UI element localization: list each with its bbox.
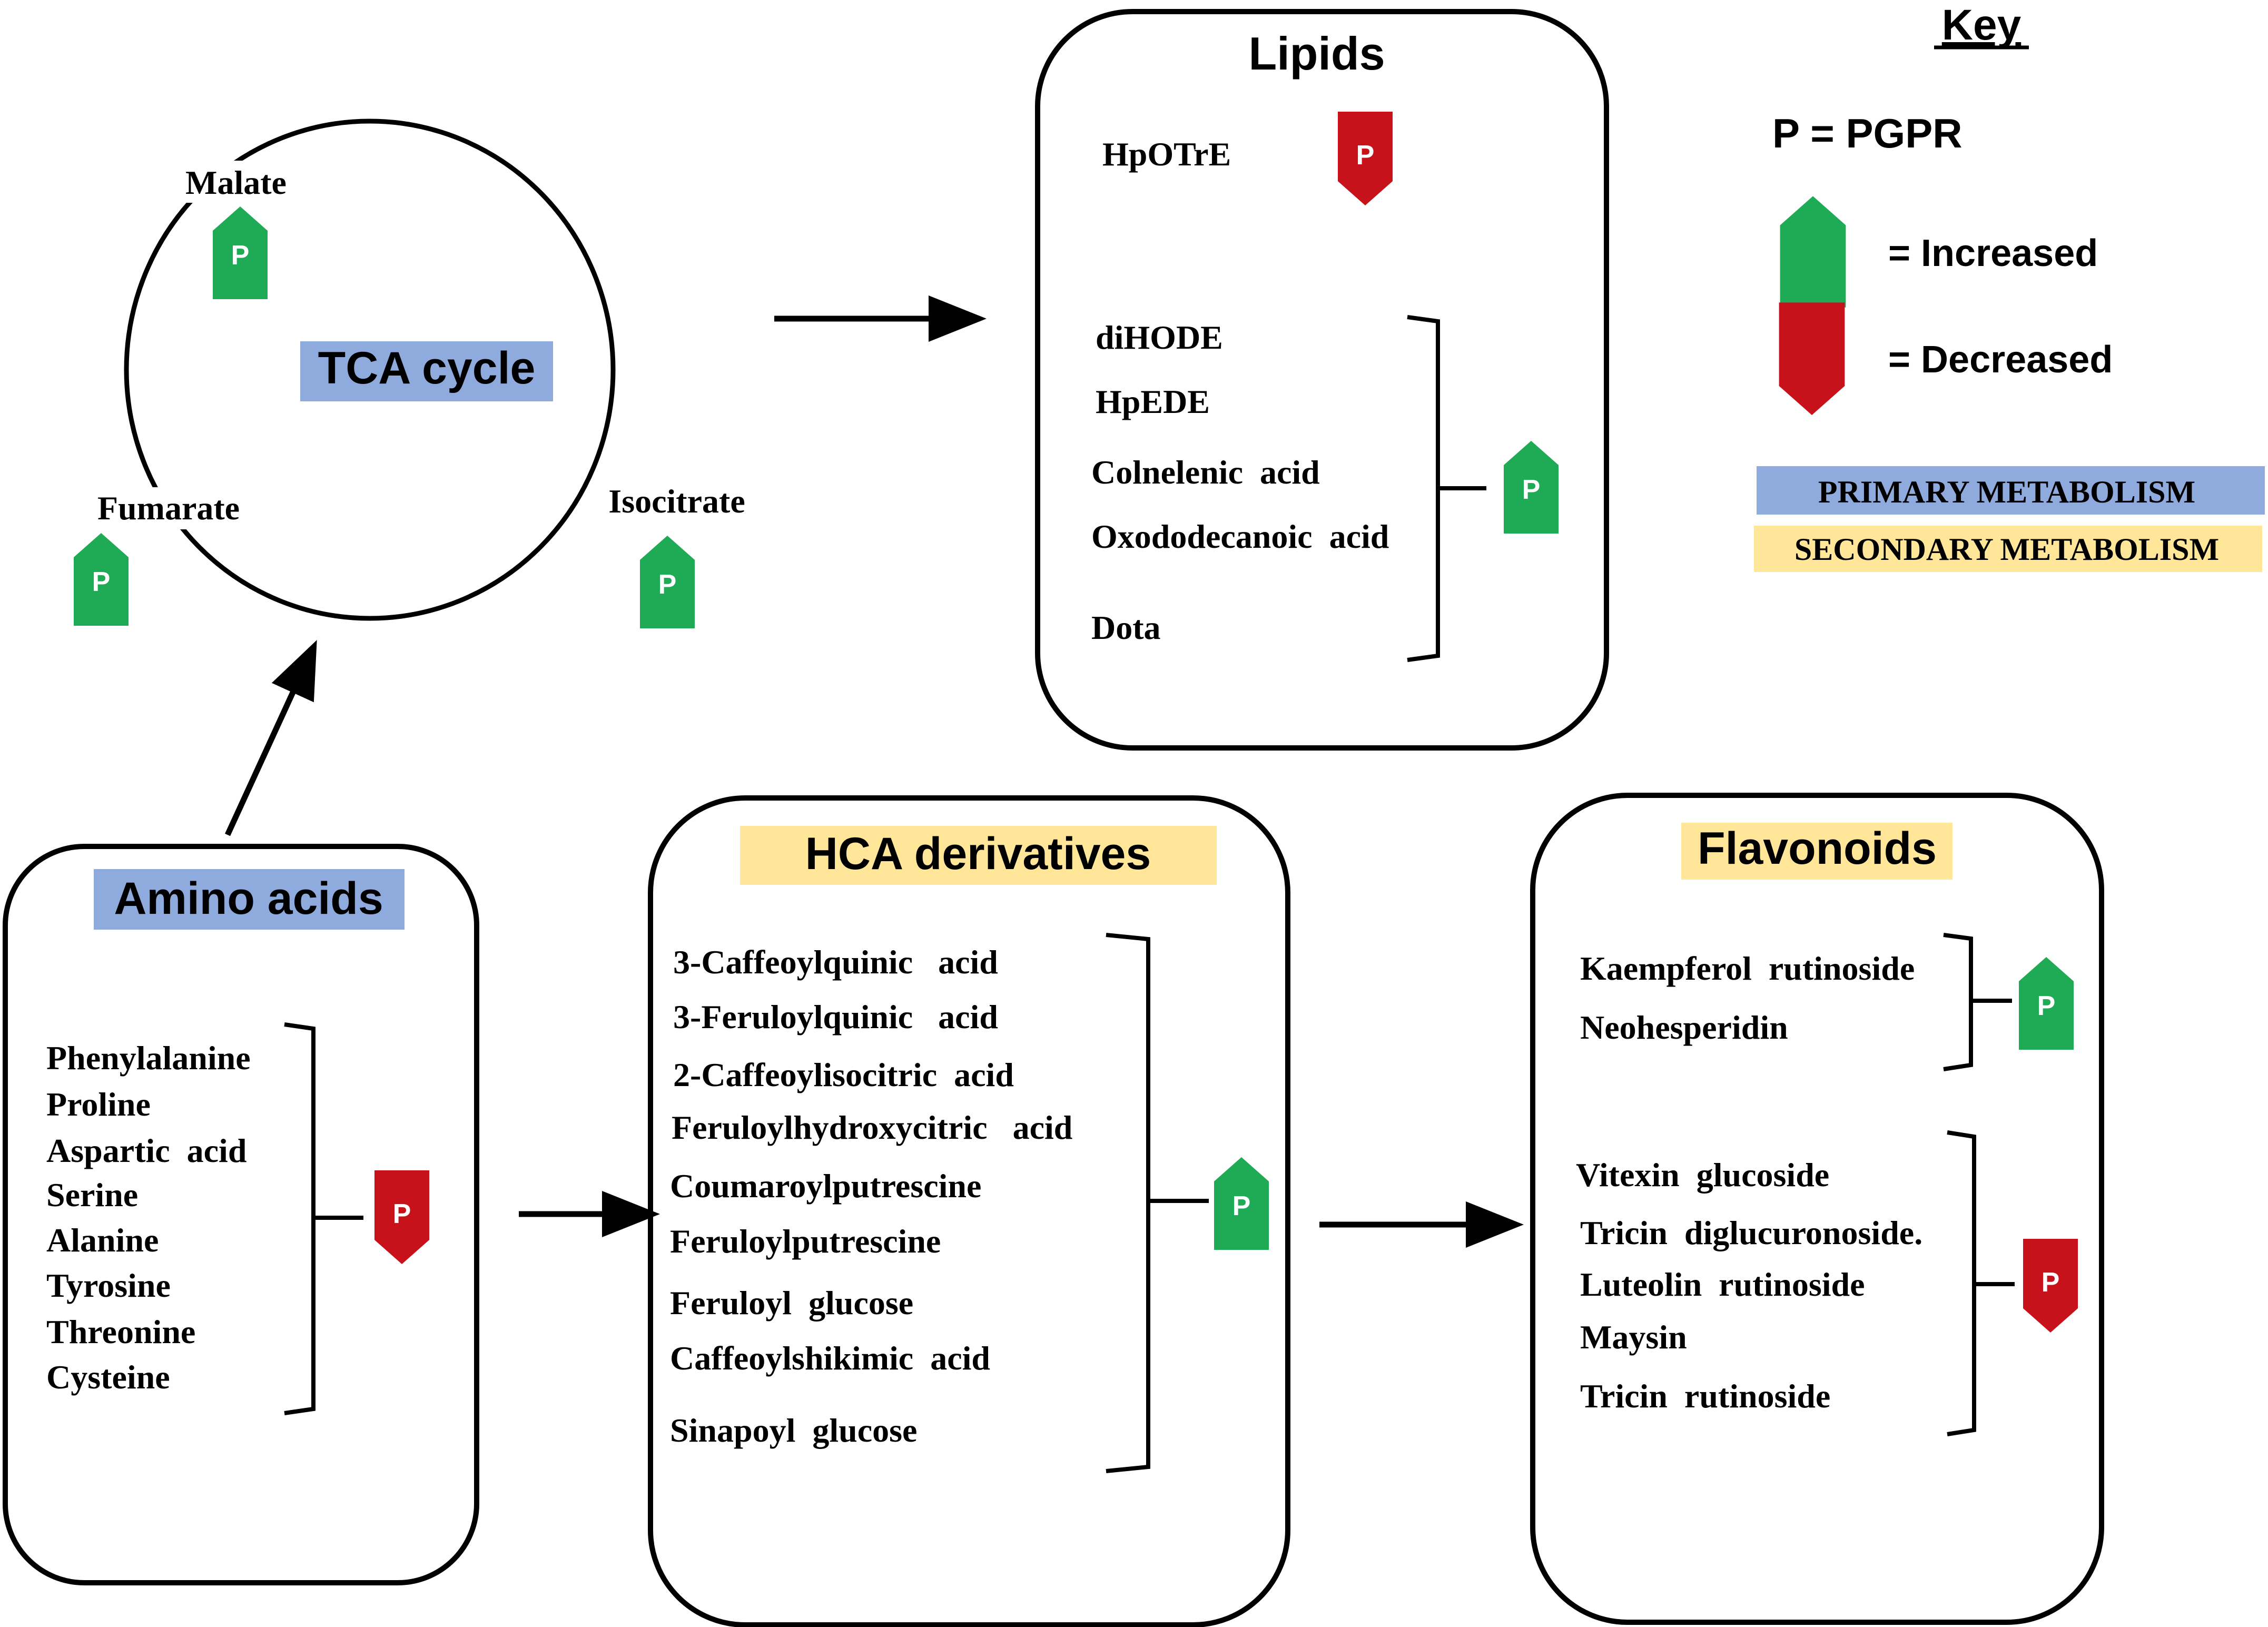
hca-item: Feruloylputrescine	[670, 1222, 941, 1260]
lipid-item: Colnelenic acid	[1091, 453, 1320, 491]
lipid-item: Dota	[1091, 609, 1161, 646]
flavonoid-item: Tricin rutinoside	[1580, 1377, 1830, 1415]
flavonoid-item: Tricin diglucuronoside.	[1580, 1214, 1922, 1251]
amino-item: Threonine	[46, 1313, 195, 1350]
hca-title: HCA derivatives	[805, 829, 1151, 879]
lipid-item: HpEDE	[1096, 383, 1210, 420]
flavonoids-title-highlight	[1681, 823, 1953, 880]
svg-text:P: P	[1232, 1191, 1251, 1221]
lipid-item: Oxododecanoic acid	[1091, 518, 1389, 555]
hpotre-label: HpOTrE	[1102, 135, 1231, 173]
fumarate-increased-badge: P	[74, 533, 129, 626]
flavonoids-decreased-badge: P	[2023, 1239, 2078, 1333]
flavonoids-bracket-increased	[1943, 933, 2012, 1071]
hca-derivatives-box	[648, 795, 1290, 1627]
key-title: Key	[1942, 1, 2022, 49]
lipids-box	[1035, 9, 1609, 751]
key-decreased-icon	[1779, 302, 1845, 415]
lipids-bracket	[1407, 315, 1486, 662]
flavonoids-title: Flavonoids	[1698, 823, 1937, 874]
flavonoid-item: Luteolin rutinoside	[1580, 1266, 1865, 1303]
amino-title-highlight	[94, 869, 405, 930]
flavonoids-bracket-decreased	[1947, 1130, 2015, 1436]
amino-item: Serine	[46, 1176, 138, 1214]
hca-item: Coumaroylputrescine	[670, 1167, 981, 1205]
amino-item: Alanine	[46, 1221, 159, 1259]
svg-text:P: P	[1522, 475, 1541, 505]
amino-item: Tyrosine	[46, 1267, 171, 1304]
fumarate-label: Fumarate	[97, 489, 240, 527]
amino-item: Phenylalanine	[46, 1039, 251, 1077]
arrow-amino-to-tca	[225, 640, 317, 836]
tca-title-highlight	[300, 341, 553, 401]
svg-text:P: P	[393, 1199, 411, 1229]
tca-cycle-ring	[124, 119, 616, 621]
flavonoid-item: Kaempferol rutinoside	[1580, 950, 1915, 987]
amino-decreased-badge: P	[374, 1170, 429, 1264]
hca-item: 3-Feruloylquinic acid	[673, 998, 998, 1036]
svg-text:P: P	[231, 240, 250, 271]
hca-bracket	[1106, 933, 1209, 1473]
hca-item: Feruloyl glucose	[670, 1284, 913, 1322]
svg-text:P: P	[2037, 991, 2056, 1021]
malate-label: Malate	[185, 164, 287, 201]
key-pgpr: P = PGPR	[1772, 110, 1963, 156]
hpotre-decreased-badge: P	[1338, 112, 1393, 205]
key-primary-label: PRIMARY METABOLISM	[1818, 475, 2195, 509]
key-secondary-swatch	[1754, 526, 2262, 572]
hca-item: Feruloylhydroxycitric acid	[672, 1109, 1072, 1146]
lipid-item: diHODE	[1096, 319, 1223, 356]
isocitrate-label: Isocitrate	[608, 482, 745, 520]
hca-title-highlight	[740, 826, 1217, 885]
tca-title: TCA cycle	[318, 343, 536, 393]
flavonoids-increased-badge: P	[2019, 957, 2074, 1050]
svg-text:P: P	[2042, 1267, 2060, 1298]
hca-increased-badge: P	[1214, 1157, 1269, 1250]
amino-acids-title: Amino acids	[114, 873, 383, 924]
flavonoid-item: Vitexin glucoside	[1576, 1156, 1829, 1194]
hca-item: Caffeoylshikimic acid	[670, 1339, 990, 1377]
lipids-title: Lipids	[1248, 27, 1385, 80]
flavonoid-item: Maysin	[1580, 1318, 1687, 1356]
key-increased-icon	[1780, 196, 1846, 308]
key-decreased-label: = Decreased	[1888, 339, 2113, 381]
amino-item: Cysteine	[46, 1358, 170, 1396]
key-secondary-label: SECONDARY METABOLISM	[1794, 532, 2219, 567]
flavonoid-item: Neohesperidin	[1580, 1009, 1788, 1046]
svg-text:P: P	[658, 569, 677, 600]
hca-item: 3-Caffeoylquinic acid	[673, 943, 998, 981]
amino-item: Aspartic acid	[46, 1132, 246, 1169]
amino-bracket	[284, 1022, 363, 1415]
svg-text:P: P	[92, 567, 111, 597]
isocitrate-increased-badge: P	[640, 536, 695, 628]
malate-increased-badge: P	[213, 206, 268, 299]
flavonoids-box	[1530, 793, 2104, 1625]
key-increased-label: = Increased	[1888, 232, 2098, 274]
lipids-increased-badge: P	[1504, 441, 1559, 534]
svg-text:P: P	[1356, 140, 1375, 171]
hca-item: 2-Caffeoylisocitric acid	[673, 1056, 1014, 1093]
key-primary-swatch	[1757, 466, 2265, 515]
amino-acids-box	[3, 844, 479, 1585]
hca-item: Sinapoyl glucose	[670, 1412, 917, 1449]
amino-item: Proline	[46, 1086, 151, 1123]
